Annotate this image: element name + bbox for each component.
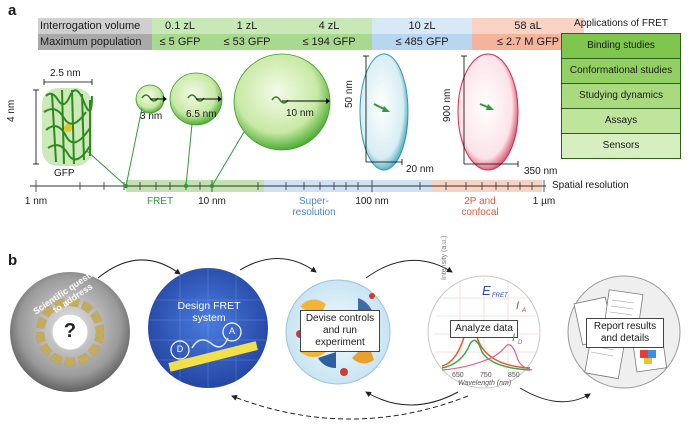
spectrum-curve bbox=[441, 344, 533, 371]
superres-line-2: resolution bbox=[292, 207, 336, 218]
sphere-label: 3 nm bbox=[140, 111, 163, 122]
spectrum-tick: 750 bbox=[480, 372, 492, 379]
id-symbol: I bbox=[512, 332, 516, 344]
spectrum-tick: 850 bbox=[508, 372, 520, 379]
applications-title: Applications of FRET bbox=[574, 18, 668, 29]
spectrum-x-label: Wavelength (nm) bbox=[458, 380, 512, 387]
gfp-structure-icon bbox=[42, 88, 93, 166]
axis-tick-label: 1 µm bbox=[532, 196, 556, 207]
figure-icon bbox=[640, 350, 648, 358]
ellipse-height-label: 50 nm bbox=[344, 80, 355, 108]
ruler-icon bbox=[168, 341, 258, 372]
ellipse-width-label: 350 nm bbox=[524, 166, 558, 177]
acceptor-marker bbox=[222, 322, 242, 342]
confocal-region-label: 2P and confocal bbox=[452, 196, 508, 218]
id-subscript: D bbox=[518, 340, 523, 346]
maximum-population-header: Maximum population bbox=[38, 34, 152, 50]
interrogation-volume-row: Interrogation volume 0.1 zL 1 zL 4 zL 10… bbox=[38, 18, 584, 34]
spectrum-tick: 650 bbox=[452, 372, 464, 379]
report-results-text: Report results and details bbox=[586, 318, 664, 348]
population-cell: ≤ 53 GFP bbox=[208, 34, 286, 50]
flow-arrow bbox=[239, 258, 317, 273]
flow-arrow bbox=[519, 387, 591, 403]
spectrum-y-label: Intensity (a.u.) bbox=[441, 235, 448, 280]
ia-subscript: A bbox=[522, 308, 527, 314]
efret-symbol: E bbox=[482, 283, 491, 298]
ellipse-height-label: 900 nm bbox=[442, 88, 453, 122]
axis-title: Spatial resolution bbox=[552, 180, 629, 191]
confocal-line-1: 2P and bbox=[464, 196, 496, 207]
volume-cell: 58 aL bbox=[472, 18, 584, 34]
maximum-population-row: Maximum population ≤ 5 GFP ≤ 53 GFP ≤ 19… bbox=[38, 34, 584, 50]
population-cell: ≤ 5 GFP bbox=[152, 34, 208, 50]
spatial-resolution-illustration bbox=[30, 53, 546, 192]
axis-tick-label: 10 nm bbox=[198, 196, 226, 207]
population-cell: ≤ 2.7 M GFP bbox=[472, 34, 584, 50]
superres-line-1: Super- bbox=[298, 196, 329, 207]
gfp-width-label: 2.5 nm bbox=[50, 68, 81, 79]
superres-region-label: Super- resolution bbox=[286, 196, 342, 218]
population-cell: ≤ 194 GFP bbox=[286, 34, 372, 50]
application-item: Studying dynamics bbox=[561, 84, 681, 109]
applications-list: Binding studies Conformational studies S… bbox=[561, 33, 681, 159]
efret-subscript: FRET bbox=[492, 293, 508, 299]
population-cell: ≤ 485 GFP bbox=[372, 34, 472, 50]
gfp-name-label: GFP bbox=[54, 168, 75, 179]
donor-label: D bbox=[176, 344, 184, 354]
analyze-data-text: Analyze data bbox=[450, 320, 518, 338]
flow-arrow bbox=[365, 259, 453, 279]
application-item: Conformational studies bbox=[561, 59, 681, 84]
application-item: Assays bbox=[561, 109, 681, 134]
ellipse-width-label: 20 nm bbox=[406, 164, 434, 175]
gfp-height-label: 4 nm bbox=[6, 99, 17, 122]
panel-b-label: b bbox=[8, 252, 18, 269]
panel-a-label: a bbox=[8, 2, 17, 19]
confocal-line-2: confocal bbox=[461, 207, 499, 218]
volume-cell: 0.1 zL bbox=[152, 18, 208, 34]
rainbow-ring-icon bbox=[36, 298, 104, 366]
confocal-ellipse bbox=[457, 53, 519, 171]
feedback-dashed-arrow bbox=[231, 395, 469, 420]
devise-controls-text: Devise controls and run experiment bbox=[300, 310, 380, 352]
volume-cell: 10 zL bbox=[372, 18, 472, 34]
feedback-arrow bbox=[365, 391, 459, 406]
volume-cell: 1 zL bbox=[208, 18, 286, 34]
question-mark-icon: ? bbox=[63, 320, 77, 342]
design-fret-text: Design FRET system bbox=[177, 300, 241, 324]
axis-ticks bbox=[35, 180, 545, 192]
ia-symbol: I bbox=[516, 300, 520, 312]
fret-region-label: FRET bbox=[146, 196, 174, 207]
application-item: Binding studies bbox=[561, 33, 681, 59]
spectrum-curve bbox=[441, 339, 531, 371]
sphere-label: 6.5 nm bbox=[186, 109, 217, 120]
application-item: Sensors bbox=[561, 134, 681, 159]
interrogation-volume-header: Interrogation volume bbox=[38, 18, 152, 34]
donor-marker bbox=[170, 340, 190, 360]
acceptor-label: A bbox=[228, 326, 235, 336]
flow-arrow bbox=[97, 259, 181, 279]
scale-connectors bbox=[85, 107, 245, 187]
volume-cell: 4 zL bbox=[286, 18, 372, 34]
axis-tick-label: 1 nm bbox=[24, 196, 48, 207]
sphere-label: 10 nm bbox=[286, 108, 314, 119]
axis-tick-label: 100 nm bbox=[355, 196, 389, 207]
